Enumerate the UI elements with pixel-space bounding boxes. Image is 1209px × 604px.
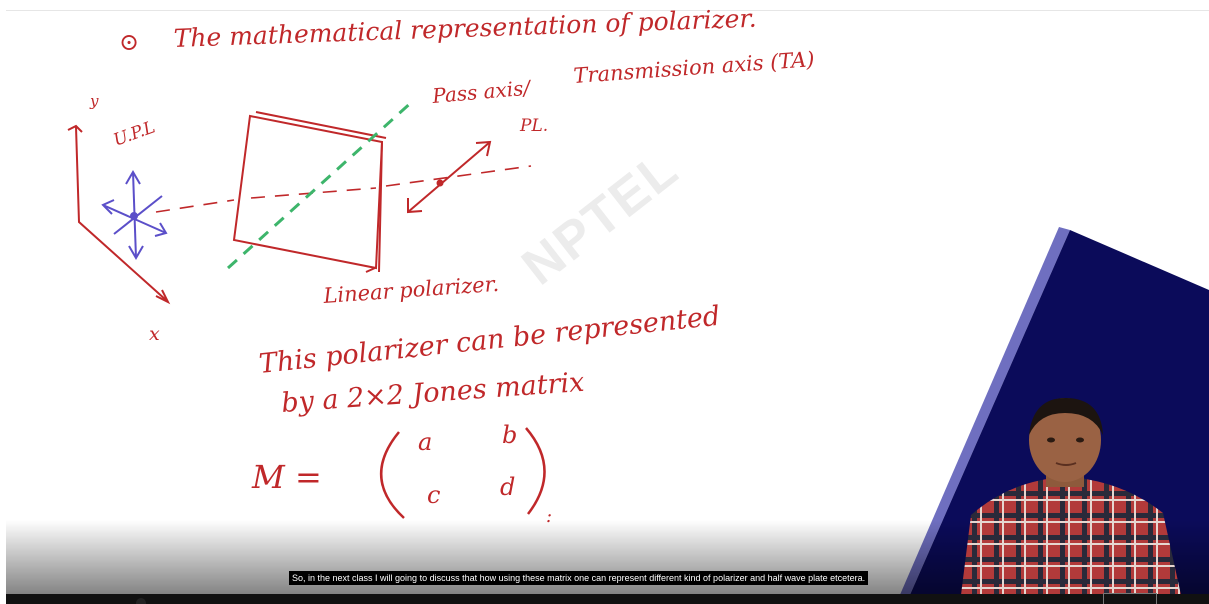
pl-label: PL. — [519, 116, 548, 136]
bullet-icon: ⊙ — [119, 28, 139, 56]
matrix-entry-d: d — [500, 473, 515, 501]
x-axis-label: x — [149, 323, 160, 345]
presenter-face — [1029, 398, 1101, 482]
matrix-entry-c: c — [427, 481, 440, 509]
matrix-entry-b: b — [502, 421, 517, 449]
polarized-light-icon — [407, 140, 492, 214]
matrix-left-bracket — [379, 431, 405, 519]
beam-path — [155, 165, 532, 213]
matrix-colon: : — [546, 506, 552, 527]
presenter-shirt — [961, 477, 1181, 595]
frame-top-border — [6, 10, 1209, 11]
x-axis-arrow — [155, 289, 171, 305]
presenter-eye-left — [1047, 437, 1055, 443]
coordinate-axes — [67, 124, 167, 301]
player-controls-bar — [6, 594, 1209, 604]
presenter-figure — [961, 397, 1181, 595]
presenter-mouth — [1055, 462, 1077, 466]
matrix-right-bracket — [525, 427, 546, 515]
subtitle-caption: So, in the next class I will going to di… — [289, 571, 869, 585]
y-axis-label: y — [89, 92, 99, 110]
matrix-entry-a: a — [418, 428, 432, 456]
video-frame[interactable]: ⊙ The mathematical representation of pol… — [6, 0, 1209, 604]
play-button-icon[interactable] — [136, 598, 146, 604]
player-control-box[interactable] — [1103, 593, 1157, 604]
presenter-eye-right — [1076, 437, 1084, 443]
linear-polarizer-icon — [232, 111, 387, 273]
unpolarized-light-icon — [101, 170, 168, 260]
panel-stripe — [896, 227, 1070, 604]
whiteboard: ⊙ The mathematical representation of pol… — [67, 4, 815, 527]
matrix-name: M = — [251, 458, 322, 496]
presenter-hair — [1029, 397, 1103, 435]
